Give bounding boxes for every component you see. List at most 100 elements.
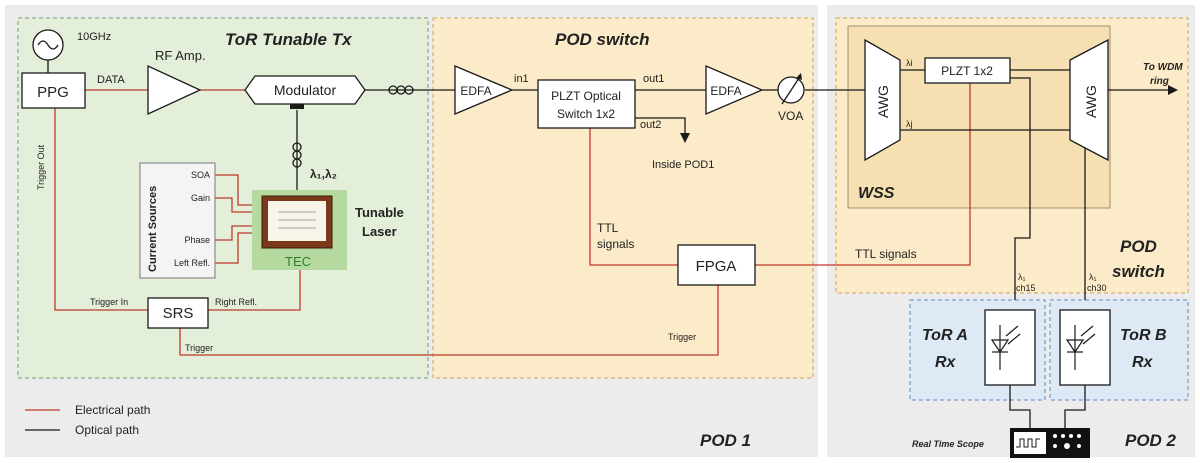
rf-amplifier-icon bbox=[147, 64, 202, 116]
inside-pod1-label: Inside POD1 bbox=[652, 159, 714, 171]
trigger-label-srs: Trigger bbox=[185, 343, 213, 353]
current-sources-box bbox=[139, 162, 216, 279]
plzt-1x2-box bbox=[924, 57, 1011, 84]
ch-a-label-1: λ₁ bbox=[1018, 272, 1026, 282]
pod-switch-region-1 bbox=[432, 17, 814, 379]
fiber-coil-icon bbox=[388, 85, 414, 95]
srs-box bbox=[147, 297, 209, 329]
pod2-switch-title-1: POD bbox=[1120, 237, 1157, 256]
plzt-down-fiber bbox=[1010, 77, 1031, 300]
lambda12-label: λ₁,λ₂ bbox=[310, 167, 337, 181]
gain-label: Gain bbox=[191, 193, 210, 203]
laser-chip-label bbox=[268, 201, 326, 241]
left-refl-label: Left Refl. bbox=[174, 258, 210, 268]
out2-label: out2 bbox=[640, 119, 661, 131]
gain-wire bbox=[215, 197, 262, 213]
awg-right-icon bbox=[1069, 38, 1109, 162]
sine-wave-icon bbox=[37, 40, 59, 50]
right-refl-label: Right Refl. bbox=[215, 297, 257, 307]
pod2-label: POD 2 bbox=[1125, 431, 1177, 450]
ppg-label: PPG bbox=[37, 84, 69, 101]
ppg-box bbox=[21, 72, 86, 109]
rx-b-label-2: Rx bbox=[1132, 354, 1154, 371]
tunable-label: Tunable bbox=[355, 205, 404, 220]
out1-label: out1 bbox=[643, 73, 664, 85]
rx-a-label-1: ToR A bbox=[922, 327, 968, 344]
rx-a-scope-wire bbox=[1009, 385, 1031, 428]
plzt-switch-label-1: PLZT Optical bbox=[551, 89, 621, 103]
awg-out-arrow bbox=[1168, 85, 1178, 95]
awg-left-icon bbox=[864, 38, 901, 162]
ttl-signals-label: TTL signals bbox=[855, 247, 917, 261]
plzt-optical-switch-box bbox=[537, 79, 636, 129]
photodiode-a-box bbox=[984, 309, 1036, 386]
voa-label: VOA bbox=[778, 109, 803, 123]
wss-label: WSS bbox=[858, 185, 895, 202]
pod-switch-title: POD switch bbox=[555, 30, 649, 49]
srs-label: SRS bbox=[163, 305, 194, 322]
out2-arrow bbox=[680, 133, 690, 143]
legend-optical-label: Optical path bbox=[75, 423, 139, 437]
lambda-j-label: λj bbox=[906, 119, 913, 129]
plzt-switch-label-2: Switch 1x2 bbox=[557, 107, 615, 121]
data-label: DATA bbox=[97, 74, 125, 86]
scope-label: Real Time Scope bbox=[912, 439, 984, 449]
tor-tunable-tx-title: ToR Tunable Tx bbox=[225, 30, 353, 49]
to-wdm-label-2: ring bbox=[1150, 76, 1169, 87]
modulator-bias-pin bbox=[290, 104, 304, 109]
pod2-switch-title-2: switch bbox=[1112, 262, 1165, 281]
pod1-label: POD 1 bbox=[700, 431, 751, 450]
modulator-box bbox=[244, 75, 366, 105]
out2-fiber bbox=[635, 117, 686, 135]
awg-left-label: AWG bbox=[875, 85, 891, 118]
rx-b-scope-wire bbox=[1064, 385, 1086, 428]
modulator-label: Modulator bbox=[274, 82, 337, 98]
ch-b-label-2: ch30 bbox=[1087, 283, 1107, 293]
current-sources-label: Current Sources bbox=[147, 186, 159, 272]
soa-label: SOA bbox=[191, 170, 210, 180]
trigger-out-label: Trigger Out bbox=[36, 144, 46, 190]
rightrefl-wire bbox=[208, 252, 301, 311]
ttl-label-1: TTL bbox=[597, 221, 619, 235]
edfa-2-icon bbox=[705, 65, 764, 115]
to-wdm-label-1: To WDM bbox=[1143, 62, 1183, 73]
edfa-2-label: EDFA bbox=[710, 84, 741, 98]
laser-label: Laser bbox=[362, 224, 397, 239]
lambda-i-label: λi bbox=[906, 58, 913, 68]
fiber-coil-vertical-icon bbox=[292, 142, 302, 168]
photodiode-b-box bbox=[1059, 309, 1111, 386]
trigger-in-label: Trigger In bbox=[90, 297, 128, 307]
rf-amp-label: RF Amp. bbox=[155, 48, 206, 63]
trigger-out-wire bbox=[54, 108, 148, 311]
fpga-label: FPGA bbox=[696, 258, 737, 275]
photodiode-b-icon bbox=[1065, 325, 1096, 370]
awg-right-label: AWG bbox=[1083, 85, 1099, 118]
leftrefl-wire bbox=[215, 232, 262, 264]
edfa-1-label: EDFA bbox=[460, 84, 491, 98]
plzt-1x2-label: PLZT 1x2 bbox=[941, 64, 993, 78]
freq-label: 10GHz bbox=[77, 31, 111, 43]
fpga-box bbox=[677, 244, 756, 286]
phase-wire bbox=[215, 225, 262, 241]
legend-electrical-label: Electrical path bbox=[75, 403, 150, 417]
tec-label: TEC bbox=[285, 254, 311, 269]
rx-a-label-2: Rx bbox=[935, 354, 957, 371]
edfa-1-icon bbox=[454, 65, 514, 115]
in1-label: in1 bbox=[514, 73, 529, 85]
scope-knobs-icon bbox=[1053, 434, 1081, 449]
trigger-label-fpga: Trigger bbox=[668, 332, 696, 342]
phase-label: Phase bbox=[184, 235, 210, 245]
photodiode-a-icon bbox=[990, 325, 1021, 370]
scope-waveform-icon bbox=[1016, 438, 1040, 448]
ch-b-label-1: λ₁ bbox=[1089, 272, 1097, 282]
trigger-fpga-wire bbox=[179, 285, 719, 356]
ch-a-label-2: ch15 bbox=[1016, 283, 1036, 293]
ttl-label-2: signals bbox=[597, 237, 634, 251]
voa-arrow-head bbox=[796, 73, 802, 80]
ttl-plzt-fpga-wire bbox=[589, 128, 678, 266]
scope-screen bbox=[1014, 432, 1046, 454]
rx-b-label-1: ToR B bbox=[1120, 327, 1167, 344]
soa-wire bbox=[215, 174, 262, 206]
